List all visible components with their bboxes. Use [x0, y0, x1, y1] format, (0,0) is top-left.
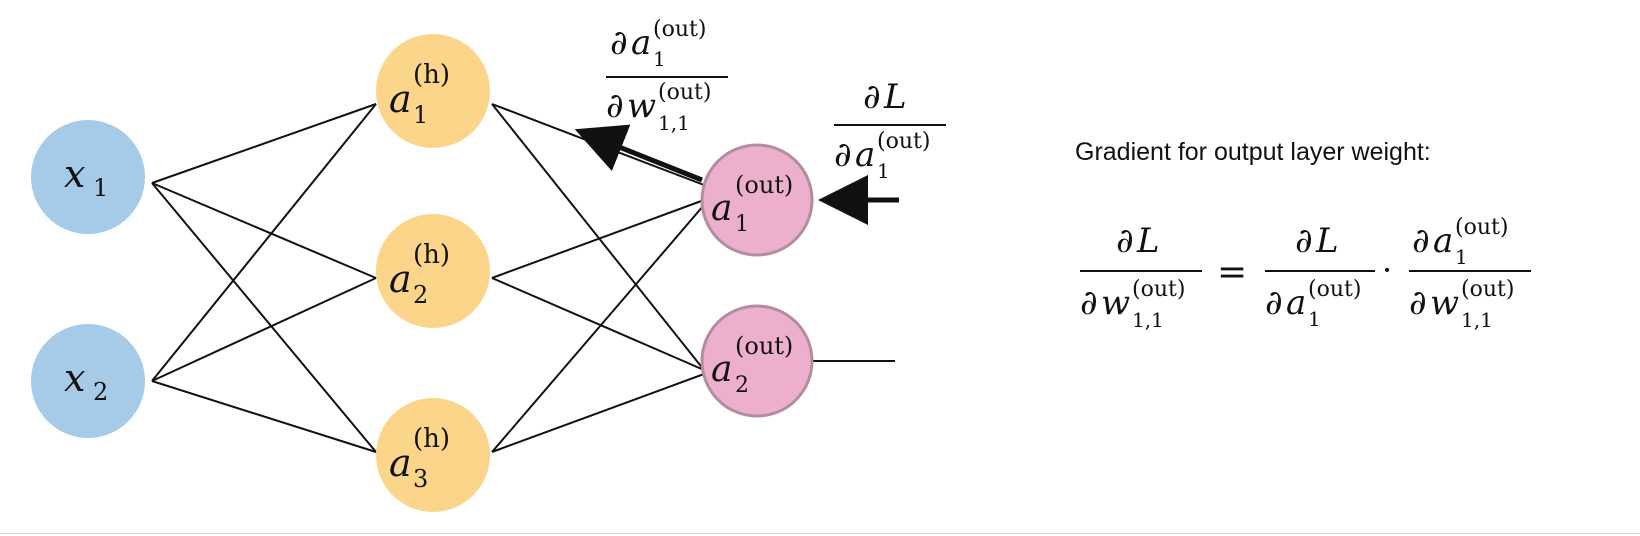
label-la-num-var: L — [883, 77, 907, 117]
input-node-x2-circle — [31, 324, 145, 438]
edge-x1-h1 — [151, 103, 377, 184]
eq-term2-den-sup: (out) — [1461, 277, 1514, 302]
eq-term1-num-partial: ∂ — [1295, 221, 1313, 261]
eq-lhs-den-sup: (out) — [1132, 277, 1185, 302]
label-la-den-sup: (out) — [877, 129, 930, 154]
hidden-node-a2-sup: (h) — [413, 240, 450, 270]
eq-lhs-den-var: w — [1101, 283, 1130, 323]
eq-term2-num-sup: (out) — [1455, 215, 1508, 240]
hidden-node-a2-circle — [376, 214, 490, 328]
eq-term1-num-var: L — [1315, 221, 1339, 261]
label-aw-num-partial: ∂ — [610, 23, 628, 63]
input-node-x1-var: x — [64, 152, 85, 196]
eq-term2-num-partial: ∂ — [1412, 221, 1430, 261]
hidden-node-a1-circle — [376, 34, 490, 148]
eq-lhs-den-sub: 1,1 — [1132, 308, 1164, 332]
edge-h2-o2 — [491, 277, 705, 371]
output-node-a2-var: a — [711, 349, 732, 390]
hidden-node-a2-sub: 2 — [413, 281, 428, 309]
hidden-output-edges — [491, 103, 895, 453]
gradient-arrow-to-weight — [574, 124, 703, 183]
edge-x1-h2 — [151, 182, 377, 279]
edge-h3-o2 — [491, 373, 705, 453]
eq-term2-den-var: w — [1430, 283, 1459, 323]
input-node-x1-circle — [31, 120, 145, 234]
input-node-x1-sub: 1 — [93, 174, 108, 202]
input-node-x2: x 2 — [31, 324, 145, 438]
output-node-a1-var: a — [711, 188, 732, 229]
edge-x2-h1 — [151, 103, 377, 382]
eq-term1-den-sub: 1 — [1308, 307, 1321, 331]
eq-term1-den-sup: (out) — [1308, 277, 1361, 302]
eq-term2-num-var: a — [1433, 221, 1453, 261]
arrow-label-loss-over-activation: ∂ L ∂ a (out) 1 — [834, 77, 946, 183]
input-node-x2-var: x — [64, 356, 85, 400]
bottom-divider — [0, 533, 1640, 534]
eq-term2-den-partial: ∂ — [1409, 283, 1427, 323]
eq-equals-sign: = — [1217, 252, 1247, 293]
hidden-node-a1: a (h) 1 — [376, 34, 490, 148]
hidden-node-a1-sup: (h) — [413, 60, 450, 90]
edge-h1-o2 — [491, 103, 705, 371]
label-la-den-var: a — [855, 135, 875, 175]
hidden-node-a1-var: a — [389, 77, 412, 121]
label-aw-num-var: a — [631, 23, 651, 63]
eq-term2-num-sub: 1 — [1455, 245, 1468, 269]
eq-term2-den-sub: 1,1 — [1461, 308, 1493, 332]
input-hidden-edges — [151, 103, 377, 453]
eq-dot-operator: · — [1382, 251, 1392, 289]
input-node-x1: x 1 — [31, 120, 145, 234]
label-aw-num-sup: (out) — [653, 17, 706, 42]
eq-lhs-num-var: L — [1136, 221, 1160, 261]
output-node-a1-sub: 1 — [735, 212, 749, 237]
output-node-a1: a (out) 1 — [700, 143, 814, 257]
output-node-a1-sup: (out) — [735, 171, 793, 199]
output-node-a2-sup: (out) — [735, 332, 793, 360]
eq-term1-den-partial: ∂ — [1265, 283, 1283, 323]
output-node-a2: a (out) 2 — [700, 304, 814, 418]
label-la-num-partial: ∂ — [863, 77, 881, 117]
edge-h2-o1 — [491, 199, 705, 279]
output-node-a2-sub: 2 — [735, 373, 749, 398]
hidden-node-a3-circle — [376, 398, 490, 512]
edge-h3-o1 — [491, 204, 705, 453]
label-la-den-partial: ∂ — [834, 135, 852, 175]
eq-lhs-num-partial: ∂ — [1116, 221, 1134, 261]
output-node-a2-circle — [700, 304, 814, 418]
label-aw-den-sub: 1,1 — [658, 111, 690, 135]
label-aw-num-sub: 1 — [653, 47, 666, 71]
hidden-node-a3-var: a — [389, 441, 412, 485]
edge-x1-h3 — [151, 182, 377, 453]
gradient-note: Gradient for output layer weight: — [1075, 138, 1431, 166]
hidden-node-a2-var: a — [389, 257, 412, 301]
eq-lhs-den-partial: ∂ — [1080, 283, 1098, 323]
edge-x2-h2 — [151, 277, 377, 382]
chain-rule-equation: ∂ L ∂ w (out) 1,1 = ∂ L ∂ a (out) 1 · ∂ … — [1080, 215, 1531, 332]
label-aw-den-var: w — [627, 86, 656, 126]
hidden-node-a2: a (h) 2 — [376, 214, 490, 328]
label-aw-den-partial: ∂ — [606, 86, 624, 126]
hidden-node-a3-sub: 3 — [413, 465, 428, 493]
output-node-a1-circle — [700, 143, 814, 257]
edge-x2-h3 — [151, 380, 377, 453]
arrow-label-activation-over-weight: ∂ a (out) 1 ∂ w (out) 1,1 — [606, 17, 728, 135]
input-node-x2-sub: 2 — [93, 378, 108, 406]
hidden-node-a3-sup: (h) — [413, 424, 450, 454]
eq-term1-den-var: a — [1286, 283, 1306, 323]
label-aw-den-sup: (out) — [658, 80, 711, 105]
hidden-node-a3: a (h) 3 — [376, 398, 490, 512]
hidden-node-a1-sub: 1 — [413, 101, 428, 129]
label-la-den-sub: 1 — [877, 159, 890, 183]
